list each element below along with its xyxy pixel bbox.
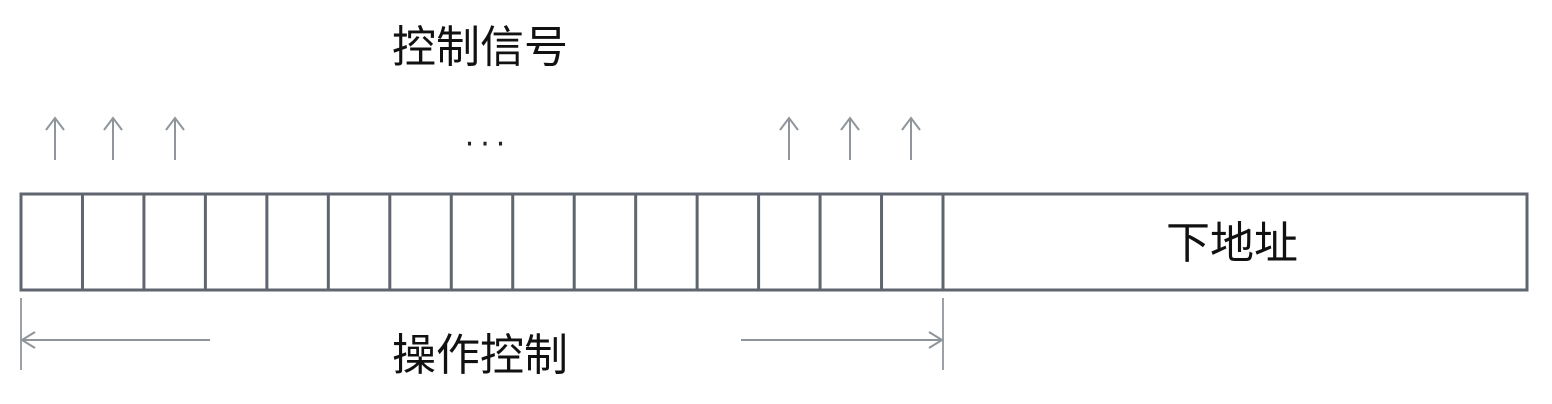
control-field-cells	[80, 194, 884, 290]
up-arrow-icon	[779, 116, 799, 160]
up-arrow-icon	[840, 116, 860, 160]
right-arrow-icon	[741, 331, 944, 349]
left-signal-arrows	[45, 116, 185, 160]
control-signal-label: 控制信号	[392, 22, 568, 73]
up-arrow-icon	[901, 116, 921, 160]
ellipsis: ···	[465, 127, 512, 162]
up-arrow-icon	[45, 116, 65, 160]
instruction-word-outline	[19, 192, 1529, 292]
up-arrow-icon	[103, 116, 123, 160]
next-address-label: 下地址	[1166, 218, 1298, 269]
right-signal-arrows	[779, 116, 921, 160]
up-arrow-icon	[165, 116, 185, 160]
instruction-word-box	[19, 192, 1529, 292]
operation-control-range	[20, 298, 944, 370]
operation-control-label: 操作控制	[392, 330, 568, 381]
left-arrow-icon	[20, 331, 210, 349]
